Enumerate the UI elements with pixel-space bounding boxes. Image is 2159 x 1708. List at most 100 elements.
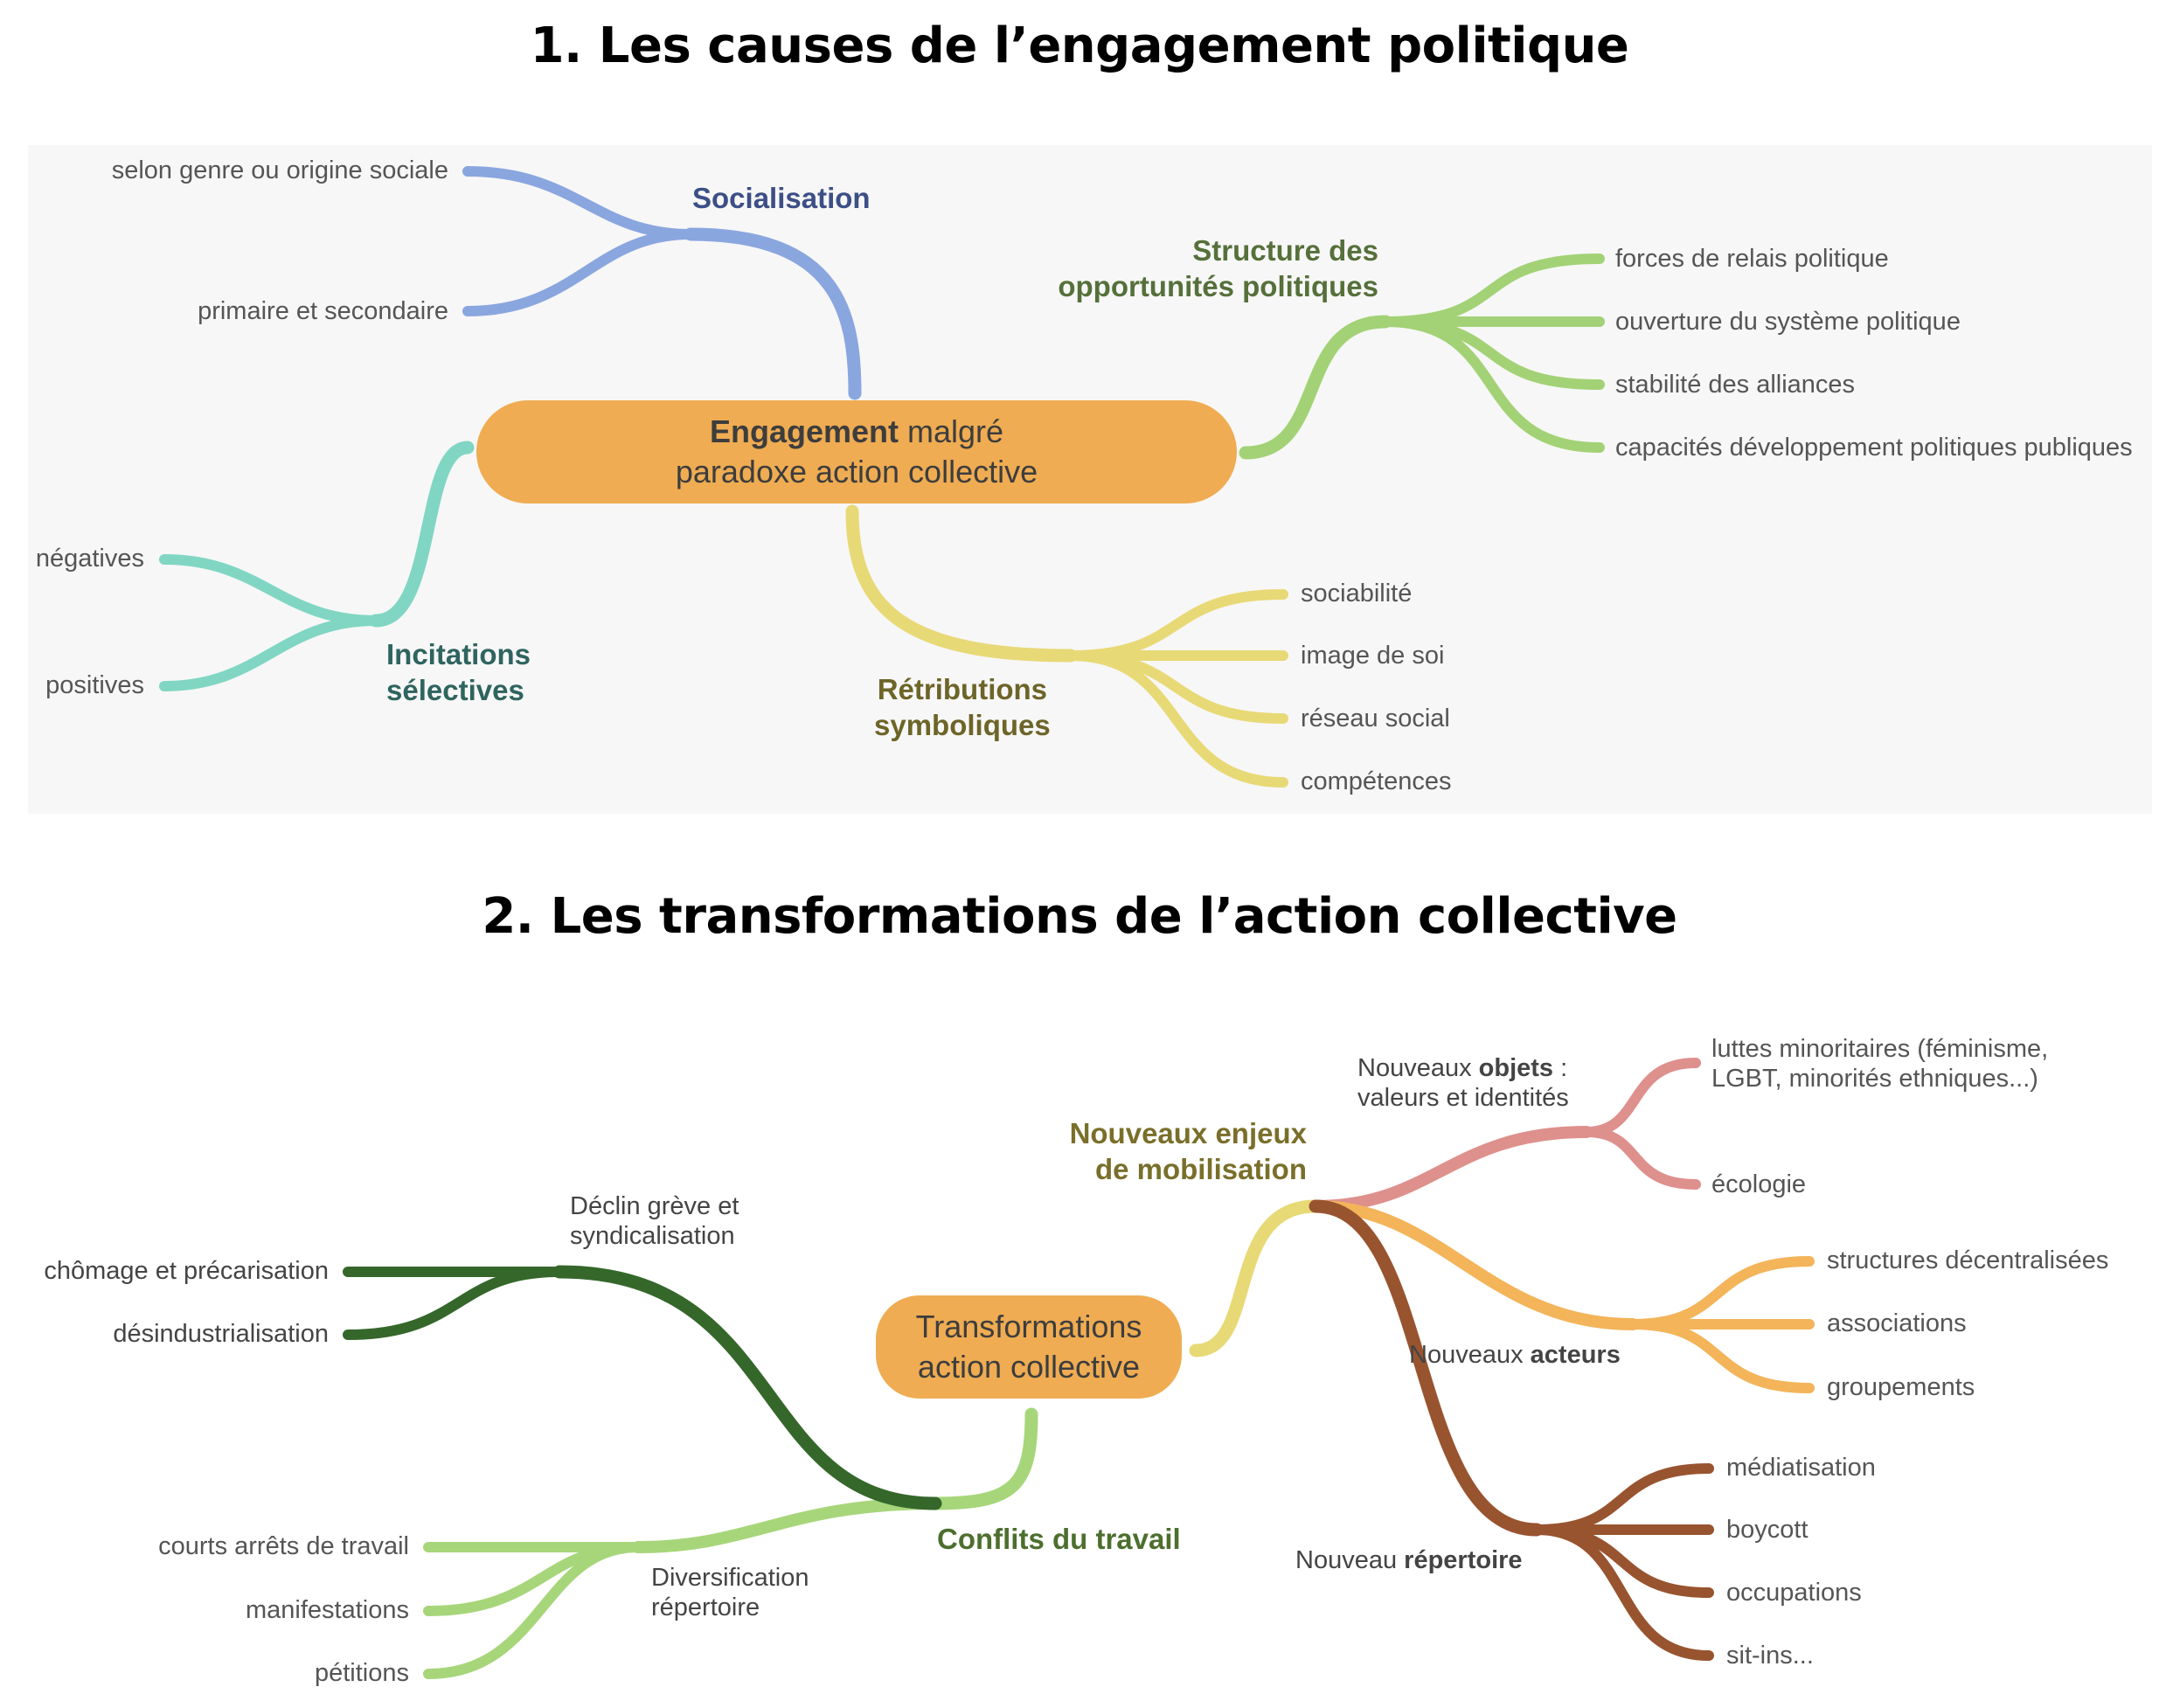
leaf-line-acteurs-3	[1628, 1319, 1815, 1393]
branch-label-retributions-line1: Rétributions	[877, 673, 1048, 705]
leaf-line-repertoire-4	[1531, 1524, 1714, 1661]
branch-label-incitations[interactable]: Incitations sélectives	[386, 636, 531, 708]
leaf-objets-2[interactable]: écologie	[1711, 1170, 1807, 1198]
branch-structure	[1239, 315, 1392, 460]
branch-acteurs	[1309, 1200, 1639, 1330]
branch-label-diversification-line2: répertoire	[651, 1593, 760, 1621]
leaf-line-incitations-2	[159, 615, 381, 691]
branch-repertoire	[1309, 1199, 1544, 1537]
leaf-line-structure-3	[1380, 316, 1605, 390]
branch-label-declin[interactable]: Déclin grève et syndicalisation	[570, 1191, 739, 1251]
leaf-socialisation-2[interactable]: primaire et secondaire	[198, 297, 448, 325]
leaf-diversification-1[interactable]: courts arrêts de travail	[158, 1532, 409, 1560]
central-node-line1: Engagement malgré	[710, 412, 1003, 452]
objets-bold: objets	[1478, 1054, 1554, 1082]
leaf-repertoire-3[interactable]: occupations	[1726, 1579, 1862, 1607]
central-node-2-line2: action collective	[917, 1349, 1141, 1385]
branch-label-structure-line1: Structure des	[1192, 234, 1378, 267]
leaf-diversification-3[interactable]: pétitions	[314, 1659, 409, 1687]
branch-label-diversification[interactable]: Diversification répertoire	[651, 1563, 809, 1622]
branch-conflits	[928, 1407, 1038, 1510]
leaf-line-objets-1	[1581, 1058, 1701, 1137]
branch-label-objets-line1: Nouveaux objets :	[1357, 1053, 1569, 1083]
leaf-incitations-2[interactable]: positives	[45, 671, 144, 699]
leaf-line-diversification-3	[423, 1542, 643, 1679]
leaf-repertoire-1[interactable]: médiatisation	[1726, 1454, 1876, 1482]
objets-post: :	[1553, 1054, 1568, 1082]
branch-label-acteurs[interactable]: Nouveaux acteurs	[1409, 1340, 1621, 1370]
repertoire-bold: répertoire	[1404, 1546, 1523, 1574]
branch-declin	[552, 1265, 942, 1510]
branch-label-conflits[interactable]: Conflits du travail	[937, 1523, 1181, 1555]
branch-label-declin-line2: syndicalisation	[570, 1222, 735, 1250]
leaf-objets-1-line2: LGBT, minorités ethniques...)	[1711, 1065, 2038, 1093]
branch-label-retributions-line2: symboliques	[874, 709, 1051, 741]
branch-diversification	[632, 1497, 941, 1553]
leaf-line-acteurs-1	[1628, 1256, 1815, 1330]
branch-incitations	[369, 441, 475, 628]
leaf-repertoire-2[interactable]: boycott	[1726, 1516, 1808, 1544]
leaf-objets-1[interactable]: luttes minoritaires (féminisme, LGBT, mi…	[1711, 1034, 2048, 1094]
leaf-structure-4[interactable]: capacités développement politiques publi…	[1615, 434, 2133, 462]
branch-label-enjeux-line2: de mobilisation	[1094, 1153, 1307, 1185]
leaf-line-socialisation-2	[462, 229, 696, 316]
branch-label-enjeux-line1: Nouveaux enjeux	[1069, 1117, 1307, 1149]
branch-enjeux	[1189, 1199, 1322, 1357]
branch-label-declin-line1: Déclin grève et	[570, 1192, 739, 1220]
acteurs-bold: acteurs	[1530, 1341, 1621, 1369]
branch-label-enjeux[interactable]: Nouveaux enjeux de mobilisation	[1070, 1115, 1307, 1187]
leaf-declin-1[interactable]: chômage et précarisation	[44, 1257, 329, 1285]
branch-label-repertoire[interactable]: Nouveau répertoire	[1295, 1545, 1523, 1575]
leaf-socialisation-1[interactable]: selon genre ou origine sociale	[111, 156, 448, 184]
leaf-structure-1[interactable]: forces de relais politique	[1615, 245, 1889, 273]
branch-label-incitations-line2: sélectives	[386, 674, 524, 706]
leaf-repertoire-4[interactable]: sit-ins...	[1726, 1642, 1814, 1670]
leaf-structure-2[interactable]: ouverture du système politique	[1615, 308, 1961, 336]
leaf-declin-2[interactable]: désindustrialisation	[113, 1320, 329, 1348]
leaf-diversification-2[interactable]: manifestations	[246, 1596, 409, 1624]
central-node-line2: paradoxe action collective	[675, 454, 1038, 489]
section-2-title: 2. Les transformations de l’action colle…	[482, 888, 1677, 945]
central-node-engagement[interactable]: Engagement malgré paradoxe action collec…	[476, 400, 1237, 503]
leaf-line-repertoire-1	[1531, 1463, 1714, 1535]
leaf-objets-1-line1: luttes minoritaires (féminisme,	[1711, 1035, 2049, 1063]
branch-label-objets[interactable]: Nouveaux objets : valeurs et identités	[1357, 1053, 1569, 1113]
leaf-line-structure-1	[1380, 253, 1605, 327]
leaf-acteurs-1[interactable]: structures décentralisées	[1827, 1246, 2109, 1274]
section-1-title: 1. Les causes de l’engagement politique	[530, 17, 1629, 74]
leaf-retributions-3[interactable]: réseau social	[1301, 705, 1450, 732]
leaf-acteurs-2[interactable]: associations	[1827, 1309, 1967, 1337]
leaf-line-retributions-3	[1066, 650, 1288, 724]
branch-label-structure-line2: opportunités politiques	[1058, 270, 1378, 302]
leaf-line-repertoire-3	[1531, 1524, 1714, 1598]
leaf-line-objets-2	[1581, 1127, 1701, 1190]
branch-label-objets-line2: valeurs et identités	[1357, 1084, 1569, 1112]
central-node-bold: Engagement	[709, 413, 899, 449]
branch-label-retributions[interactable]: Rétributions symboliques	[874, 671, 1051, 743]
branch-retributions	[845, 504, 1078, 663]
leaf-acteurs-3[interactable]: groupements	[1827, 1373, 1975, 1401]
objets-pre: Nouveaux	[1357, 1054, 1479, 1082]
repertoire-pre: Nouveau	[1295, 1546, 1405, 1574]
acteurs-pre: Nouveaux	[1409, 1341, 1531, 1369]
central-node-rest: malgré	[899, 413, 1004, 449]
leaf-line-declin-2	[343, 1267, 565, 1340]
branch-label-socialisation[interactable]: Socialisation	[692, 182, 871, 214]
leaf-line-incitations-1	[159, 554, 381, 626]
leaf-line-retributions-4	[1066, 650, 1288, 788]
leaf-line-socialisation-1	[462, 166, 696, 240]
leaf-retributions-2[interactable]: image de soi	[1301, 642, 1445, 670]
leaf-line-retributions-1	[1066, 589, 1288, 661]
leaf-incitations-1[interactable]: négatives	[35, 545, 144, 573]
branch-label-structure[interactable]: Structure des opportunités politiques	[1058, 233, 1378, 304]
leaf-structure-3[interactable]: stabilité des alliances	[1615, 371, 1856, 399]
central-node-transformations[interactable]: Transformations action collective	[876, 1295, 1182, 1399]
leaf-line-structure-4	[1380, 316, 1605, 453]
central-node-2-line1: Transformations	[915, 1309, 1142, 1344]
branch-socialisation	[684, 227, 862, 400]
branch-objets	[1309, 1126, 1593, 1212]
leaf-retributions-4[interactable]: compétences	[1301, 767, 1452, 795]
branch-label-diversification-line1: Diversification	[651, 1564, 809, 1592]
leaf-retributions-1[interactable]: sociabilité	[1301, 580, 1413, 608]
